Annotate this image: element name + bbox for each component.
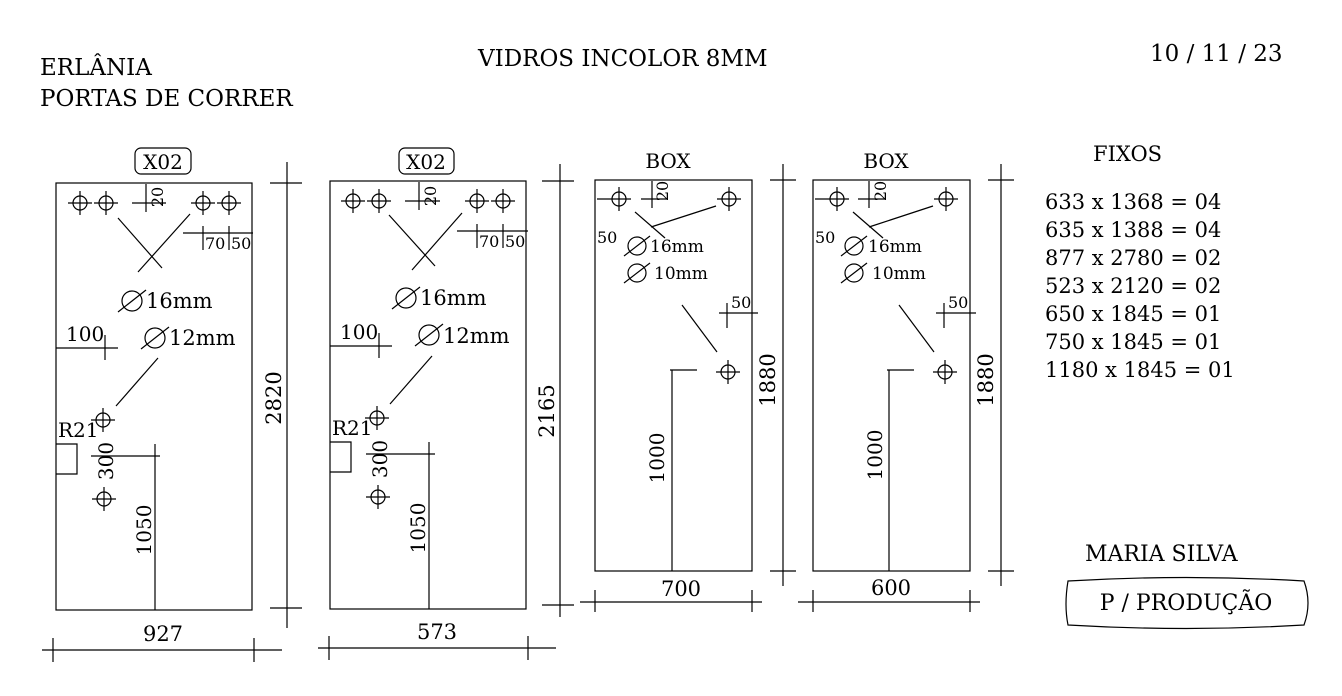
- glass-outline: [329, 180, 527, 610]
- hole-marker: [94, 191, 118, 215]
- hole-marker: [933, 360, 957, 384]
- panel-3-height: 1880: [756, 353, 780, 406]
- panel-2-radius: R21: [332, 416, 373, 440]
- fixos-item: 750 x 1845 = 01: [1045, 330, 1222, 354]
- hole-marker: [491, 189, 515, 213]
- hole-marker: [191, 191, 215, 215]
- hole-marker: [92, 487, 116, 511]
- panel-1-dim-1050: 1050: [132, 505, 156, 556]
- panel-2-dim-20: 20: [421, 186, 440, 206]
- panel-1-width: 927: [143, 622, 183, 646]
- fixos-item: 1180 x 1845 = 01: [1045, 358, 1235, 382]
- panel-1-dim-70: 70: [205, 234, 225, 253]
- panel-4-dim-50-left: 50: [815, 228, 835, 247]
- panel-4-dim-20: 20: [871, 181, 890, 201]
- panel-2-hole-12: 12mm: [443, 324, 510, 348]
- fixos-title: FIXOS: [1093, 142, 1163, 166]
- glass-spec: VIDROS INCOLOR 8MM: [478, 46, 768, 72]
- panel-4-dim-1000: 1000: [863, 430, 887, 481]
- panel-4-label: BOX: [863, 149, 909, 173]
- panel-3-label: BOX: [645, 149, 691, 173]
- panel-2-dim-100: 100: [340, 320, 378, 344]
- label-box: [134, 147, 192, 175]
- panel-1-hole-12: 12mm: [169, 326, 236, 350]
- panel-2-dim-70: 70: [479, 232, 499, 251]
- panel-3-dim-1000: 1000: [645, 433, 669, 484]
- panel-3-dim-20: 20: [653, 181, 672, 201]
- panel-3-hole-10: 10mm: [654, 264, 708, 284]
- hole-marker: [91, 408, 115, 432]
- panel-1-hole-16: 16mm: [146, 289, 213, 313]
- hole-marker: [597, 187, 631, 211]
- panel-2-hole-16: 16mm: [420, 286, 487, 310]
- hole-marker: [365, 406, 389, 430]
- hole-marker: [934, 187, 958, 211]
- hole-marker: [465, 189, 489, 213]
- panel-4: [798, 164, 1014, 612]
- production-stamp-frame: [1065, 576, 1309, 630]
- panel-3-dim-50: 50: [731, 293, 751, 312]
- hole-marker: [815, 187, 849, 211]
- panel-3-dim-50-left: 50: [597, 228, 617, 247]
- hole-marker: [367, 189, 391, 213]
- panel-2-width: 573: [417, 620, 457, 644]
- panel-4-dim-50: 50: [948, 293, 968, 312]
- fixos-item: 650 x 1845 = 01: [1045, 302, 1222, 326]
- author-name: MARIA SILVA: [1085, 542, 1238, 567]
- panel-3-hole-16: 16mm: [650, 237, 704, 257]
- fixos-item: 523 x 2120 = 02: [1045, 274, 1222, 298]
- fixos-item: 877 x 2780 = 02: [1045, 246, 1222, 270]
- fixos-item: 633 x 1368 = 04: [1045, 190, 1222, 214]
- panel-4-hole-16: 16mm: [868, 237, 922, 257]
- diameter-symbols: [117, 235, 868, 350]
- client-name: ERLÂNIA: [40, 55, 152, 81]
- panel-1-dim-50: 50: [231, 234, 251, 253]
- panel-3-width: 700: [661, 577, 701, 601]
- panel-4-width: 600: [871, 576, 911, 600]
- panel-2-dim-1050: 1050: [406, 503, 430, 554]
- hole-marker: [366, 485, 390, 509]
- production-stamp: P / PRODUÇÃO: [1100, 588, 1273, 616]
- hole-marker: [717, 187, 741, 211]
- glass-outline: [55, 182, 253, 611]
- panel-4-height: 1880: [974, 353, 998, 406]
- panel-2-label: X02: [406, 150, 446, 174]
- panel-3: [580, 164, 796, 612]
- panel-1-dim-300: 300: [94, 442, 118, 480]
- glass-outline: [812, 179, 971, 572]
- panel-1-radius: R21: [58, 418, 99, 442]
- glass-outline: [594, 179, 753, 572]
- panel-2-height: 2165: [535, 384, 559, 437]
- panel-4-hole-10: 10mm: [872, 264, 926, 284]
- hole-marker: [341, 189, 365, 213]
- hole-marker: [68, 191, 92, 215]
- panel-1-height: 2820: [262, 371, 286, 424]
- drawing-date: 10 / 11 / 23: [1150, 41, 1283, 67]
- hole-marker: [716, 360, 740, 384]
- panel-1-dim-20: 20: [148, 187, 167, 207]
- panel-1-label: X02: [143, 150, 183, 174]
- panel-1-dim-100: 100: [66, 322, 104, 346]
- panel-2: [318, 147, 574, 660]
- hole-marker: [217, 191, 241, 215]
- product-name: PORTAS DE CORRER: [40, 86, 293, 112]
- fixos-item: 635 x 1388 = 04: [1045, 218, 1222, 242]
- panel-2-dim-300: 300: [368, 440, 392, 478]
- panel-1: [42, 147, 302, 662]
- label-box: [398, 147, 455, 175]
- panel-2-dim-50: 50: [505, 232, 525, 251]
